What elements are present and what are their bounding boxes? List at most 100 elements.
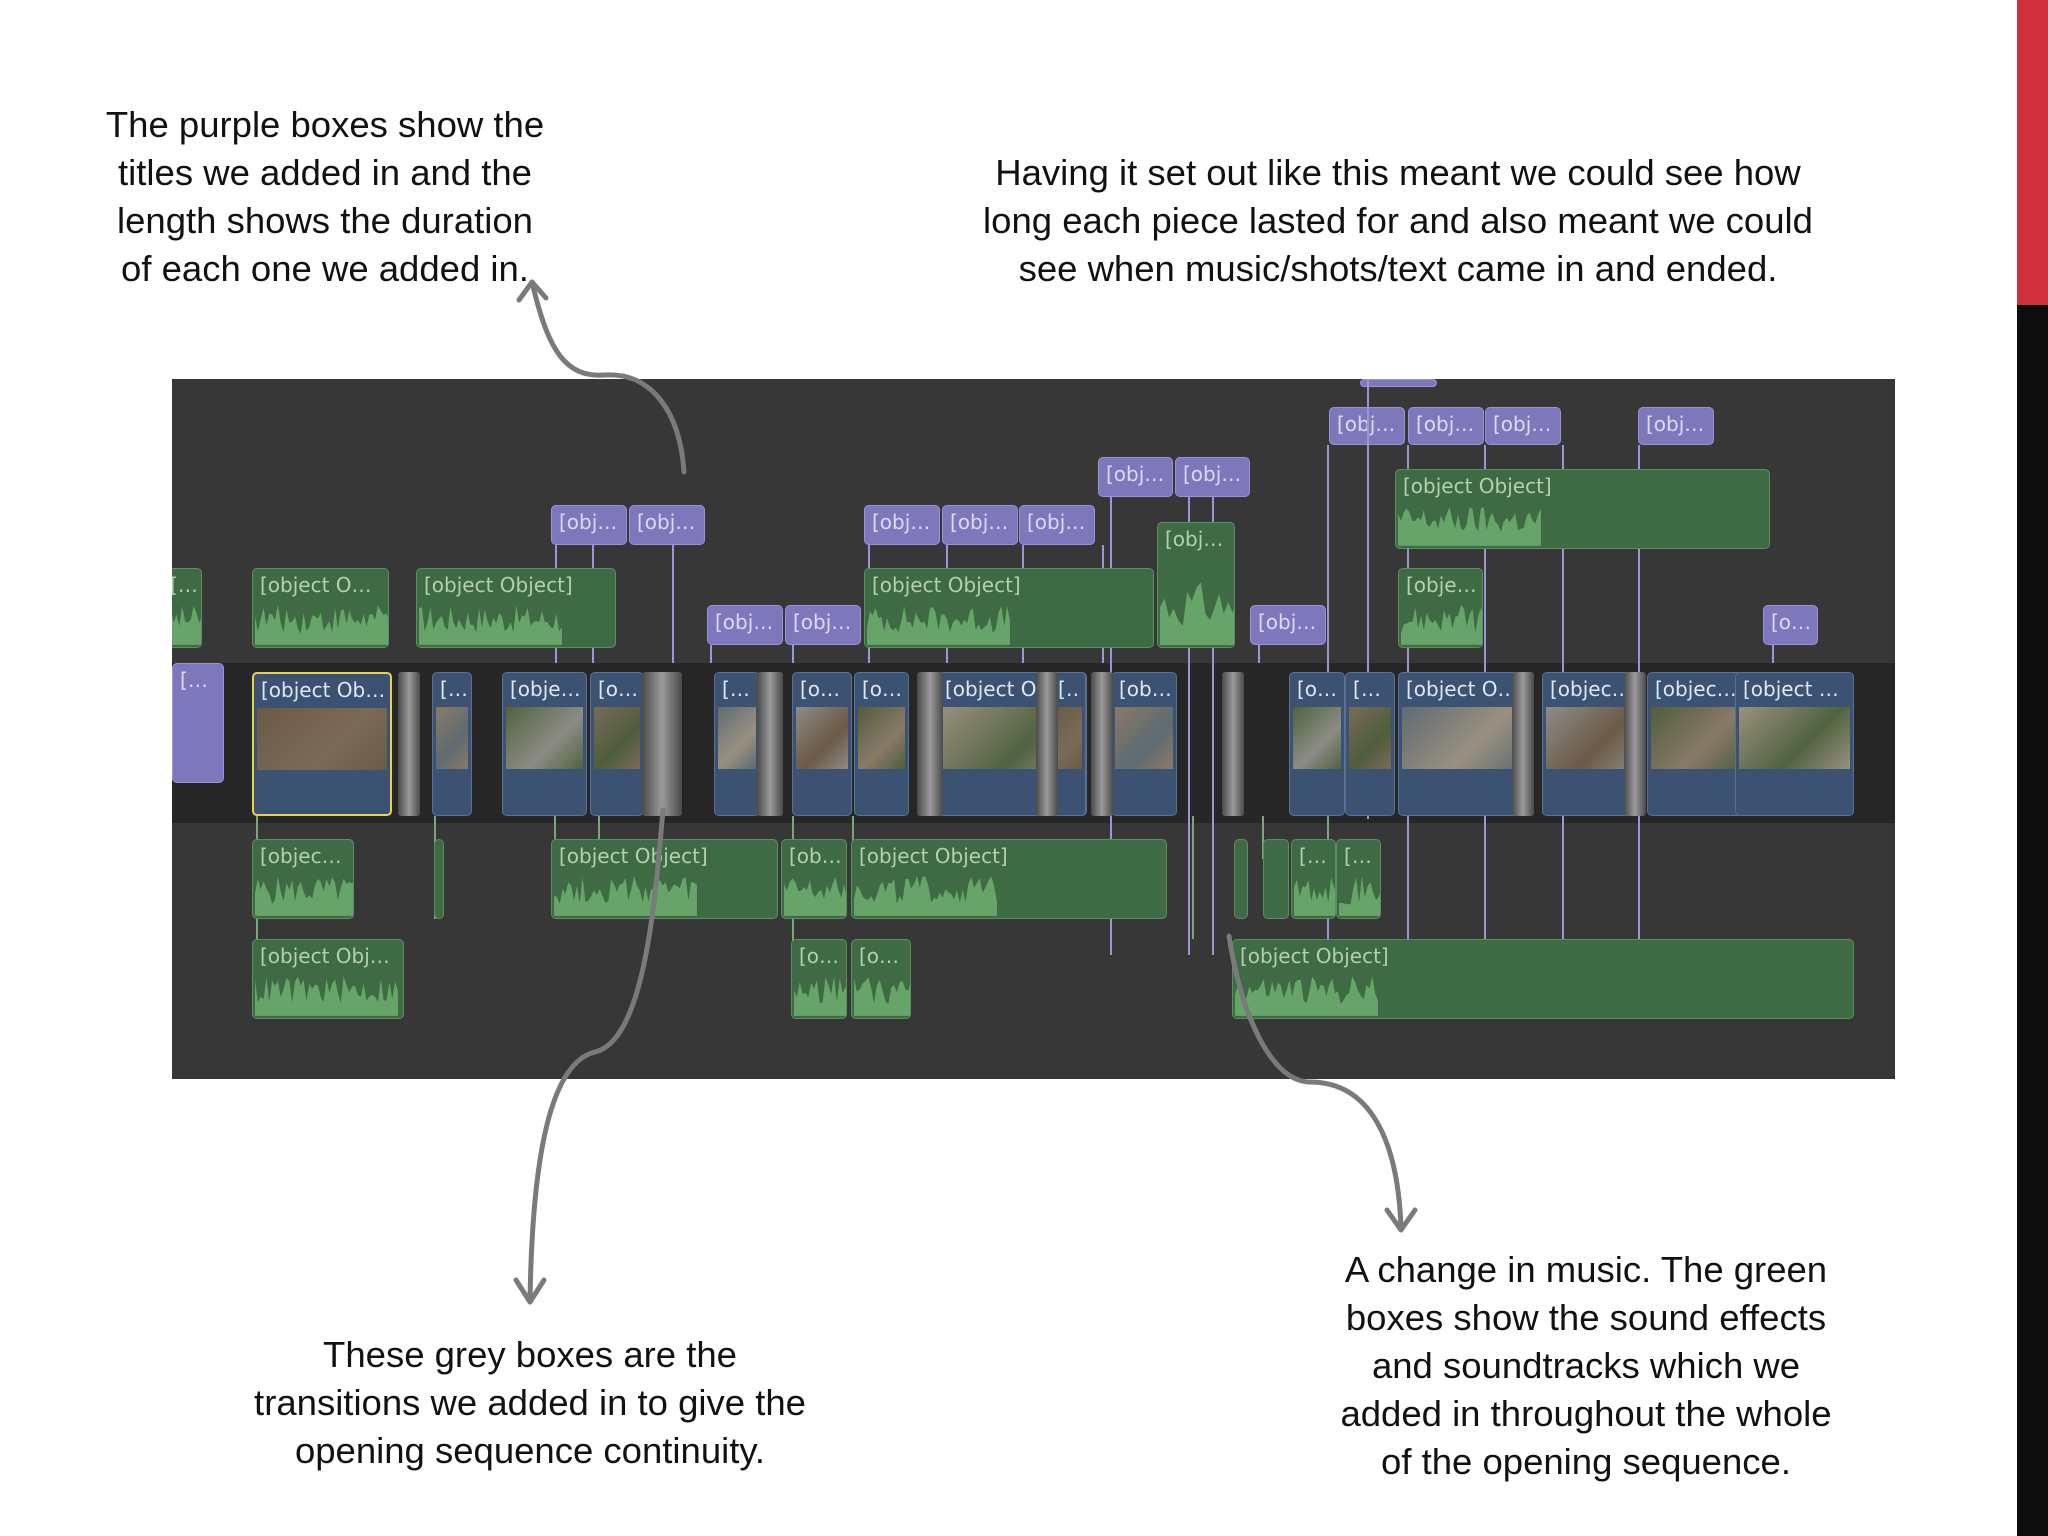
transitions-note-line: transitions we added in to give the [254, 1382, 806, 1423]
titles-note: The purple boxes show the titles we adde… [60, 101, 590, 293]
title-clip-label: [object Object] [637, 510, 700, 534]
waveform [1160, 582, 1234, 645]
video-clip[interactable]: [object Object] [432, 672, 472, 816]
title-clip[interactable]: [object Object] [942, 505, 1018, 545]
audio-clip[interactable]: [object Object] [172, 568, 202, 648]
waveform [172, 606, 201, 645]
video-clip[interactable]: [object Object] [1398, 672, 1530, 816]
waveform [1235, 976, 1378, 1016]
audio-clip[interactable]: [object Object] [252, 839, 354, 919]
audio-clip[interactable]: [object Object] [791, 939, 847, 1019]
title-clip[interactable]: [object Object] [172, 663, 224, 783]
video-clip[interactable]: [object Object] [792, 672, 852, 816]
video-clip[interactable]: [object Object] [1345, 672, 1395, 816]
music-note-line: of the opening sequence. [1381, 1441, 1791, 1482]
title-clip[interactable]: [object Object] [1250, 605, 1326, 645]
video-clip-label: [object Object] [1058, 677, 1081, 701]
audio-clip[interactable]: [object Object] [851, 839, 1167, 919]
transition[interactable] [398, 672, 420, 816]
title-clip[interactable]: [object Object] [864, 505, 940, 545]
title-clip-label: [object Object] [1027, 510, 1090, 534]
audio-clip-label: [object Object] [424, 573, 573, 597]
title-clip[interactable]: [object Object] [707, 605, 783, 645]
titles-note-line: length shows the duration [117, 200, 533, 241]
transition[interactable] [1222, 672, 1244, 816]
audio-clip[interactable]: [object Object] [1157, 522, 1235, 648]
clip-thumbnail [1115, 707, 1173, 769]
connection-line [1262, 816, 1264, 859]
video-clip-label: [object Object] [1406, 677, 1525, 701]
title-clip-partial[interactable] [1360, 379, 1437, 387]
waveform [1398, 507, 1541, 546]
audio-clip-label: [object Object] [559, 844, 708, 868]
titles-note-line: titles we added in and the [118, 152, 532, 193]
video-clip-label: [object Object] [440, 677, 467, 701]
title-clip[interactable]: [object Object] [1485, 407, 1561, 445]
clip-thumbnail [1054, 707, 1082, 769]
music-note-line: boxes show the sound effects [1345, 1297, 1827, 1338]
video-clip[interactable]: [object Object] [714, 672, 760, 816]
audio-clip-stub[interactable] [434, 839, 444, 919]
video-clip[interactable]: [object Object] [1111, 672, 1177, 816]
title-clip[interactable]: [object Object] [785, 605, 861, 645]
title-clip[interactable]: [object Object] [629, 505, 705, 545]
title-clip-label: [object Object] [950, 510, 1013, 534]
title-clip[interactable]: [object Object] [1763, 605, 1818, 645]
connection-line [710, 645, 712, 663]
clip-thumbnail [796, 707, 848, 769]
video-clip[interactable]: [object Object] [502, 672, 587, 816]
clip-thumbnail [1402, 707, 1526, 769]
audio-clip[interactable]: [object Object] [551, 839, 778, 919]
transition-selected[interactable] [642, 672, 682, 816]
audio-clip-stub[interactable] [1263, 839, 1289, 919]
audio-clip-stub[interactable] [1234, 839, 1248, 919]
transitions-note: These grey boxes are the transitions we … [200, 1331, 860, 1475]
audio-clip[interactable]: [object Object] [851, 939, 911, 1019]
title-clip-label: [object Object] [559, 510, 622, 534]
transition[interactable] [1036, 672, 1058, 816]
audio-clip[interactable]: [object Object] [416, 568, 616, 648]
arrow-head-transitions [513, 1277, 547, 1305]
video-clip-label: [object Object] [1743, 677, 1849, 701]
transition[interactable] [1512, 672, 1534, 816]
arrow-head-music [1384, 1207, 1418, 1233]
video-clip[interactable]: [object Object] [854, 672, 909, 816]
transition[interactable] [917, 672, 943, 816]
video-clip-label: [object Object] [1119, 677, 1172, 701]
title-clip[interactable]: [object Object] [1638, 407, 1714, 445]
title-clip-label: [object Object] [1771, 610, 1813, 634]
video-clip-label: [object Object] [862, 677, 904, 701]
title-clip[interactable]: [object Object] [1408, 407, 1484, 445]
layout-note-line: see when music/shots/text came in and en… [1018, 248, 1778, 289]
transition[interactable] [1091, 672, 1113, 816]
audio-clip[interactable]: [object Object] [1336, 839, 1381, 919]
title-clip[interactable]: [object Object] [551, 505, 627, 545]
music-note: A change in music. The green boxes show … [1286, 1246, 1886, 1486]
video-clip[interactable]: [object Object] [590, 672, 644, 816]
music-note-line: added in throughout the whole [1340, 1393, 1832, 1434]
audio-clip-label: [object Object] [799, 944, 842, 968]
title-clip[interactable]: [object Object] [1019, 505, 1095, 545]
video-clip-label: [object Object] [598, 677, 639, 701]
audio-clip[interactable]: [object Object] [1232, 939, 1854, 1019]
title-clip[interactable]: [object Object] [1098, 457, 1173, 497]
layout-note: Having it set out like this meant we cou… [928, 149, 1868, 293]
video-clip[interactable]: [object Object] [1735, 672, 1854, 816]
connection-line [1367, 379, 1369, 819]
audio-clip[interactable]: [object Object] [252, 568, 389, 648]
timeline[interactable]: [object Object][object Object][object Ob… [172, 379, 1895, 1079]
audio-clip[interactable]: [object Object] [864, 568, 1154, 648]
audio-clip[interactable]: [object Object] [1395, 469, 1770, 549]
transition[interactable] [757, 672, 783, 816]
audio-clip[interactable]: [object Object] [1291, 839, 1336, 919]
video-clip[interactable]: [object Object] [1289, 672, 1345, 816]
audio-clip[interactable]: [object Object] [781, 839, 847, 919]
layout-note-line: Having it set out like this meant we cou… [995, 152, 1801, 193]
video-clip-selected[interactable]: [object Object] [252, 672, 392, 816]
audio-clip[interactable]: [object Object] [1398, 568, 1483, 648]
title-clip[interactable]: [object Object] [1175, 457, 1250, 497]
transition[interactable] [1624, 672, 1646, 816]
video-clip[interactable]: [object Object] [1647, 672, 1747, 816]
audio-clip[interactable]: [object Object] [252, 939, 404, 1019]
waveform [255, 604, 388, 645]
